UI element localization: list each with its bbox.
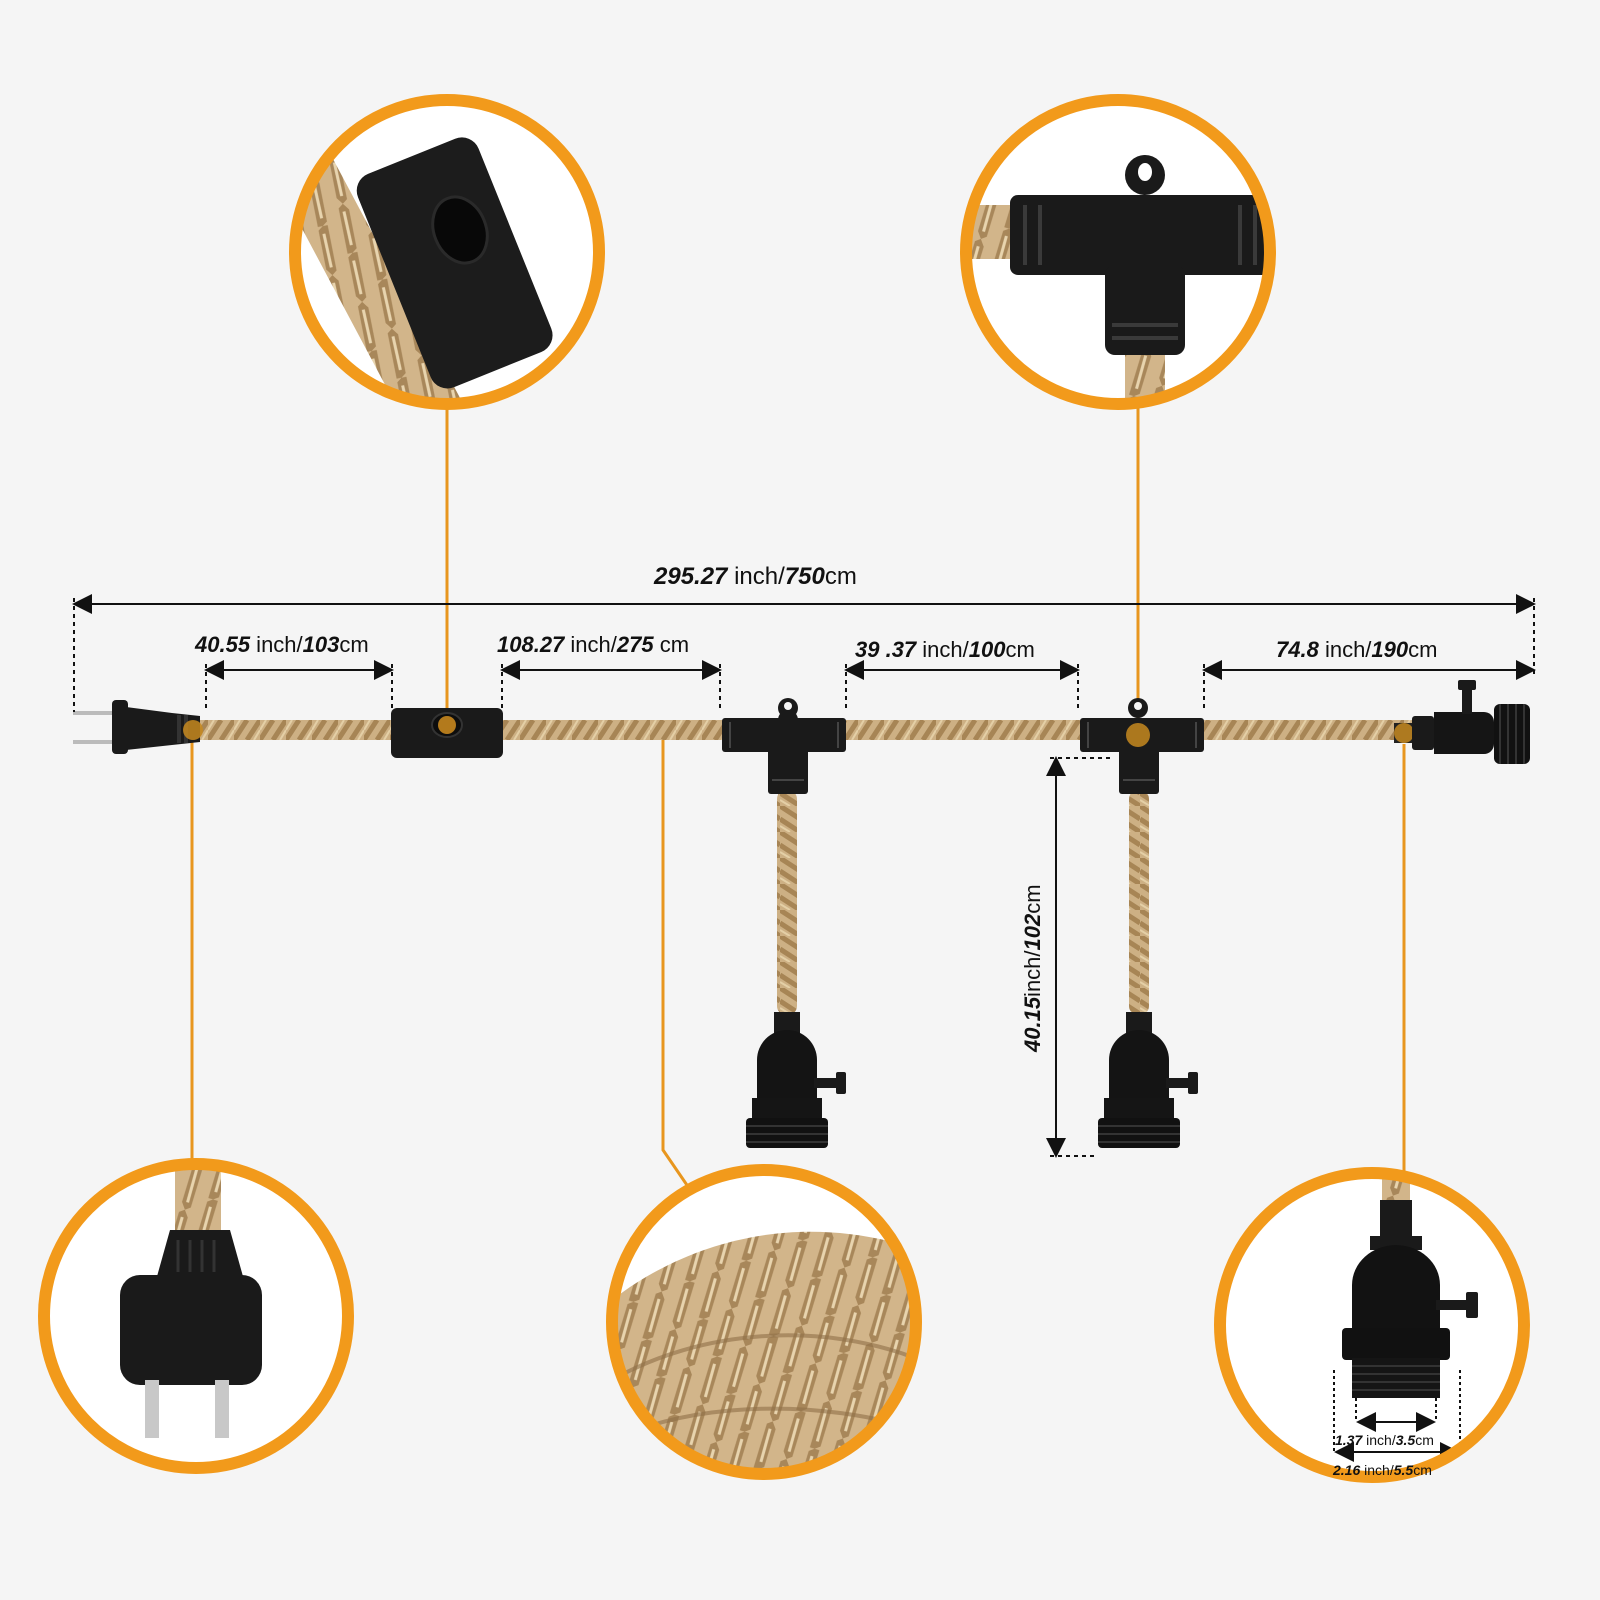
callout-rope bbox=[606, 1164, 922, 1480]
drop-cords bbox=[777, 790, 1149, 1015]
unit-text: cm bbox=[1020, 884, 1045, 914]
unit-text: inch/ bbox=[1362, 1432, 1396, 1448]
unit-text: inch/ bbox=[727, 563, 785, 590]
callout-switch bbox=[289, 94, 605, 410]
total-length-label: 295.27 inch/750cm bbox=[654, 563, 857, 591]
tee-to-end-cm-value: 190 bbox=[1371, 637, 1409, 662]
tee-to-end-inch-value: 74.8 bbox=[1276, 637, 1319, 662]
tee-to-end-label: 74.8 inch/190cm bbox=[1276, 637, 1437, 663]
tee-connector-1-icon bbox=[722, 698, 846, 794]
unit-text: cm bbox=[339, 632, 369, 657]
end-socket-icon bbox=[1394, 680, 1530, 764]
socket-inner-label: 1.37 inch/3.5cm bbox=[1335, 1432, 1434, 1448]
unit-text: inch/ bbox=[564, 632, 617, 657]
hanging-socket-1-icon bbox=[746, 1012, 846, 1148]
drop-length-label: 40.15inch/102cm bbox=[1020, 884, 1046, 1052]
callout-socket bbox=[1214, 1167, 1530, 1483]
unit-text: inch/ bbox=[1318, 637, 1372, 662]
unit-text: inch/ bbox=[250, 632, 303, 657]
unit-text: cm bbox=[1415, 1432, 1434, 1448]
unit-text: inch/ bbox=[1360, 1462, 1394, 1478]
drop-cm-value: 102 bbox=[1020, 913, 1045, 951]
socket-outer-label: 2.16 inch/5.5cm bbox=[1333, 1462, 1432, 1478]
tee-to-tee-inch-value: 39 .37 bbox=[855, 637, 917, 662]
unit-text: cm bbox=[653, 632, 690, 657]
plug-icon bbox=[73, 700, 203, 754]
tee-to-tee-label: 39 .37 inch/100cm bbox=[855, 637, 1035, 663]
switch-to-tee-label: 108.27 inch/275 cm bbox=[497, 632, 689, 658]
socket-inner-cm-value: 3.5 bbox=[1395, 1432, 1416, 1448]
unit-text: cm bbox=[1413, 1462, 1432, 1478]
inline-switch-icon bbox=[391, 708, 503, 758]
switch-to-tee-cm-value: 275 bbox=[616, 632, 654, 657]
unit-text: cm bbox=[1408, 637, 1438, 662]
unit-text: cm bbox=[1005, 637, 1035, 662]
tee-to-tee-cm-value: 100 bbox=[968, 637, 1006, 662]
socket-inner-inch-value: 1.37 bbox=[1335, 1432, 1363, 1448]
dimension-lines bbox=[72, 594, 1536, 1158]
hanging-socket-2-icon bbox=[1098, 1012, 1198, 1148]
socket-outer-inch-value: 2.16 bbox=[1333, 1462, 1361, 1478]
unit-text: cm bbox=[824, 563, 857, 590]
socket-outer-cm-value: 5.5 bbox=[1393, 1462, 1414, 1478]
callout-plug bbox=[38, 1158, 354, 1474]
unit-text: inch/ bbox=[1020, 950, 1045, 997]
tee-connector-2-icon bbox=[1080, 698, 1204, 794]
total-cm-value: 750 bbox=[784, 563, 825, 590]
callout-tee-connector bbox=[960, 94, 1276, 410]
plug-to-switch-label: 40.55 inch/103cm bbox=[195, 632, 369, 658]
total-inch-value: 295.27 bbox=[654, 563, 728, 590]
unit-text: inch/ bbox=[916, 637, 969, 662]
plug-to-switch-cm-value: 103 bbox=[302, 632, 340, 657]
switch-to-tee-inch-value: 108.27 bbox=[497, 632, 565, 657]
drop-inch-value: 40.15 bbox=[1020, 996, 1045, 1052]
plug-to-switch-inch-value: 40.55 bbox=[195, 632, 251, 657]
